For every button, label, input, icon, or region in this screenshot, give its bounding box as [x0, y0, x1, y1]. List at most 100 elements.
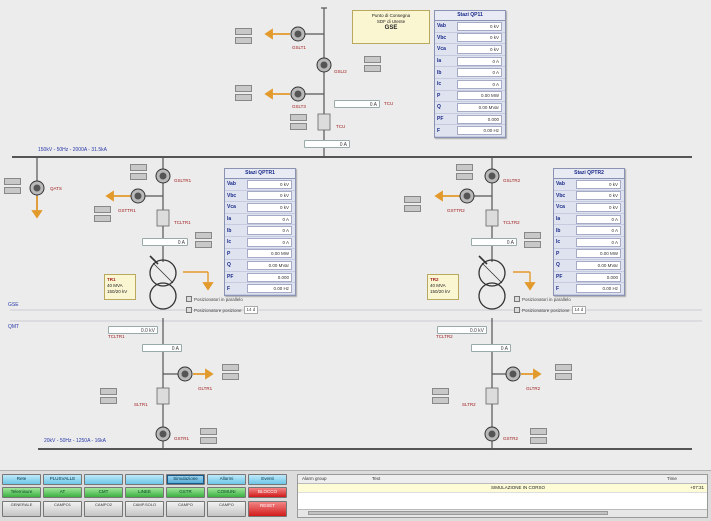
nav-button-row3-4[interactable]: CAMPO	[166, 501, 205, 517]
control-buttons-sltr1[interactable]	[100, 388, 117, 404]
meas-top-1: 0 A	[334, 100, 380, 108]
col-alarm-group: Alarm group	[302, 476, 327, 481]
tr2-power: 40 MVA	[430, 283, 446, 288]
quantity-value: 0.000	[457, 114, 502, 124]
control-buttons-tcltr2[interactable]	[524, 232, 541, 248]
nav-button-row1-1[interactable]: PLUSVALLE	[43, 474, 82, 485]
quantity-name: PF	[437, 116, 444, 123]
quantity-value: 0 A	[576, 226, 621, 236]
quantity-value: 0 A	[457, 79, 502, 89]
label-gslt3: GSLT3	[292, 104, 306, 109]
control-buttons-gsttr1[interactable]	[94, 206, 111, 222]
meas-tr1-hv: 0 A	[142, 238, 188, 246]
nav-button-row1-2[interactable]	[84, 474, 123, 485]
control-buttons-gsltr1[interactable]	[130, 164, 147, 180]
nav-button-row1-4[interactable]: Simulazione	[166, 474, 205, 485]
busbar-mv-label: 20kV - 50Hz - 1250A - 16kA	[44, 438, 106, 444]
quantity-name: P	[437, 92, 441, 99]
control-buttons-gltr1[interactable]	[222, 364, 239, 380]
meas-tr1-b: 0 A	[142, 344, 182, 352]
nav-button-row3-2[interactable]: CAMPO2	[84, 501, 123, 517]
nav-button-row2-0[interactable]: Telemisure	[2, 487, 41, 498]
checkbox-icon[interactable]	[514, 296, 520, 302]
nav-button-row3-1[interactable]: CAMPO1	[43, 501, 82, 517]
nav-button-row1-5[interactable]: Allarmi	[207, 474, 246, 485]
control-buttons-gsltr2[interactable]	[456, 164, 473, 180]
nav-button-row3-6[interactable]: RESET	[248, 501, 287, 517]
nav-button-row2-2[interactable]: CMT	[84, 487, 123, 498]
nav-button-row3-5[interactable]: CAMPO	[207, 501, 246, 517]
control-buttons-sltr2[interactable]	[432, 388, 449, 404]
control-buttons-tcltr1[interactable]	[195, 232, 212, 248]
control-buttons-gslt3[interactable]	[235, 85, 252, 101]
tap-position-label: Posizionatore posizione	[194, 307, 242, 313]
tap-parallel-tr1[interactable]: Posizionatori in parallelo	[186, 296, 243, 302]
nav-button-row2-1[interactable]: AT	[43, 487, 82, 498]
control-buttons-gsli2[interactable]	[364, 56, 381, 72]
quantity-value: 0 A	[457, 68, 502, 78]
quantity-name: PF	[227, 274, 234, 281]
quantity-value: 0 kV	[457, 44, 502, 54]
meas-tr2-hv: 0 A	[471, 238, 517, 246]
quantity-value: 0.00 MW	[247, 249, 292, 259]
busbar-hv-label: 150kV - 50Hz - 2000A - 31.5kA	[38, 147, 107, 153]
quantity-name: Ib	[227, 227, 232, 234]
alarm-row[interactable]: SIMULAZIONE IN CORSO +07:31	[298, 484, 707, 493]
checkbox-icon[interactable]	[514, 307, 520, 313]
table-row: PF 0.000	[225, 272, 295, 284]
checkbox-icon[interactable]	[186, 307, 192, 313]
label-gsttr2: GSTTR2	[447, 208, 465, 213]
control-buttons-qats[interactable]	[4, 178, 21, 194]
alarm-list: Alarm group Text Time SIMULAZIONE IN COR…	[297, 474, 708, 518]
nav-button-row1-6[interactable]: Eventi	[248, 474, 287, 485]
nav-button-row1-3[interactable]	[125, 474, 164, 485]
alarm-time: +07:31	[690, 485, 704, 490]
meas-tr2-b: 0 A	[471, 344, 511, 352]
quantity-name: Vca	[437, 46, 446, 53]
label-gsttr1: GSTTR1	[118, 208, 136, 213]
nav-button-row1-0[interactable]: Rete	[2, 474, 41, 485]
horizontal-scrollbar[interactable]	[298, 509, 707, 517]
meas-top-2: 0 A	[304, 140, 350, 148]
breaker-cores	[33, 30, 517, 438]
checkbox-icon[interactable]	[186, 296, 192, 302]
scrollbar-thumb[interactable]	[308, 511, 608, 515]
control-buttons-gltr2[interactable]	[555, 364, 572, 380]
tap-parallel-tr2[interactable]: Posizionatori in parallelo	[514, 296, 571, 302]
quantity-name: Ic	[556, 239, 561, 246]
tap-parallel-label: Posizionatori in parallelo	[522, 296, 571, 302]
quantity-value: 0 A	[576, 214, 621, 224]
quantity-name: Vbc	[437, 34, 447, 41]
quantity-name: PF	[556, 274, 563, 281]
quantity-name: Q	[556, 262, 560, 269]
control-buttons-gstr1[interactable]	[200, 428, 217, 444]
quantity-name: Ic	[437, 81, 442, 88]
nav-button-row2-4[interactable]: GSTR	[166, 487, 205, 498]
control-buttons-tcu[interactable]	[290, 114, 307, 130]
delivery-point-note: Punto di Consegna SDF di Utente GSE	[352, 10, 430, 44]
tap-position-label: Posizionatore posizione	[522, 307, 570, 313]
nav-button-row2-6[interactable]: BLOCCO	[248, 487, 287, 498]
nav-button-row2-5[interactable]: COMUNI	[207, 487, 246, 498]
nav-button-row3-3[interactable]: CAMP.SOLO	[125, 501, 164, 517]
quantity-value: 0.00 MVar	[457, 102, 502, 112]
quantity-value: 0.00 MW	[457, 91, 502, 101]
nav-button-row2-3[interactable]: LINEE	[125, 487, 164, 498]
control-buttons-gslt1[interactable]	[235, 28, 252, 44]
nav-button-row3-0[interactable]: GENERALE	[2, 501, 41, 517]
control-buttons-gsttr2[interactable]	[404, 196, 421, 212]
control-buttons-gstr2[interactable]	[530, 428, 547, 444]
zone-label-qmt: QMT	[8, 324, 20, 330]
quantity-value: 0.000	[247, 272, 292, 282]
